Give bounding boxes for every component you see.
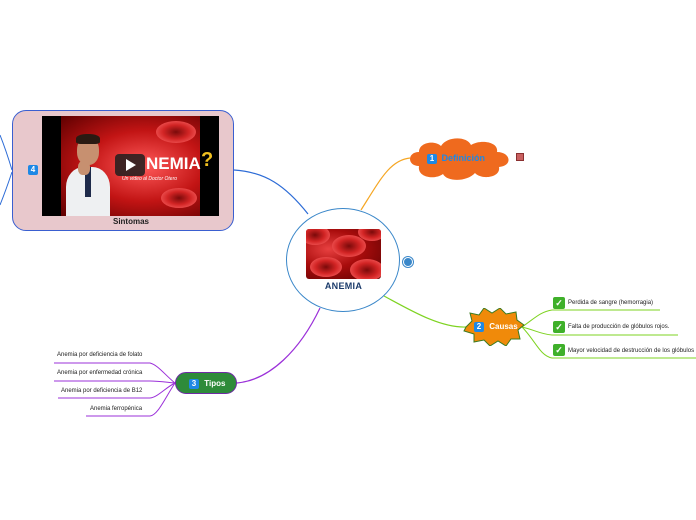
cause-item[interactable]: Mayor velocidad de destrucción de los gl… (568, 348, 695, 354)
sintomas-number-badge: 4 (28, 165, 38, 175)
link-tipo-3 (58, 382, 176, 399)
definicion-number-badge: 1 (427, 154, 437, 164)
link-cause-2 (521, 326, 678, 336)
video-question-mark: ? (201, 149, 214, 171)
blood-cell-shape (358, 229, 381, 241)
video-subtitle: Un video al Doctor Otero (122, 176, 178, 182)
link-cause-3 (521, 326, 696, 359)
tipos-label: Tipos (204, 379, 226, 388)
tipo-item[interactable]: Anemia por enfermedad crónica (57, 370, 143, 376)
link-tipos (236, 307, 321, 384)
link-cause-1 (521, 309, 660, 328)
link-sintomas-out2 (0, 171, 13, 206)
check-icon: ✓ (553, 321, 565, 333)
blood-cell-shape (306, 229, 330, 245)
link-tipo-1 (54, 362, 176, 384)
link-causas (383, 295, 467, 328)
video-thumbnail[interactable]: NEMIA ? Un video al Doctor Otero (42, 116, 219, 216)
link-definicion (360, 157, 411, 211)
definicion-label: Definición (441, 153, 486, 163)
collapse-toggle[interactable] (403, 257, 413, 267)
tipos-number-badge: 3 (189, 379, 199, 389)
blood-cell-shape (156, 121, 196, 143)
video-title: NEMIA (146, 154, 201, 173)
blood-cell-shape (332, 235, 366, 257)
link-tipo-4 (86, 382, 176, 417)
causas-label-group: 2 Causas (474, 322, 518, 332)
note-icon[interactable] (516, 153, 524, 161)
tipo-item[interactable]: Anemia por deficiencia de B12 (61, 388, 143, 394)
tipo-item[interactable]: Anemia por deficiencia de folato (57, 352, 143, 358)
tipo-item[interactable]: Anemia ferropénica (90, 406, 143, 412)
causas-label: Causas (489, 322, 518, 331)
blood-cell-shape (310, 257, 342, 277)
blood-cell-shape (161, 188, 197, 208)
cause-item[interactable]: Perdida de sangre (hemorragia) (568, 300, 654, 306)
doctor-figure (64, 131, 112, 216)
link-sintomas-out (0, 134, 13, 171)
topic-causas-star[interactable] (462, 308, 526, 346)
central-title: ANEMIA (324, 281, 363, 291)
definicion-label-group: 1 Definición (427, 153, 485, 164)
sintomas-label: Sintomas (112, 217, 149, 226)
topic-definicion-cloud[interactable] (405, 136, 515, 182)
link-sintomas (233, 169, 309, 215)
play-icon (126, 159, 136, 171)
tipos-label-group: 3 Tipos (189, 379, 225, 389)
causas-number-badge: 2 (474, 322, 484, 332)
check-icon: ✓ (553, 344, 565, 356)
cause-item[interactable]: Falta de producción de glóbulos rojos. (568, 324, 670, 330)
link-tipo-2 (54, 380, 176, 384)
check-icon: ✓ (553, 297, 565, 309)
blood-cell-shape (350, 259, 381, 279)
central-image (306, 229, 381, 279)
